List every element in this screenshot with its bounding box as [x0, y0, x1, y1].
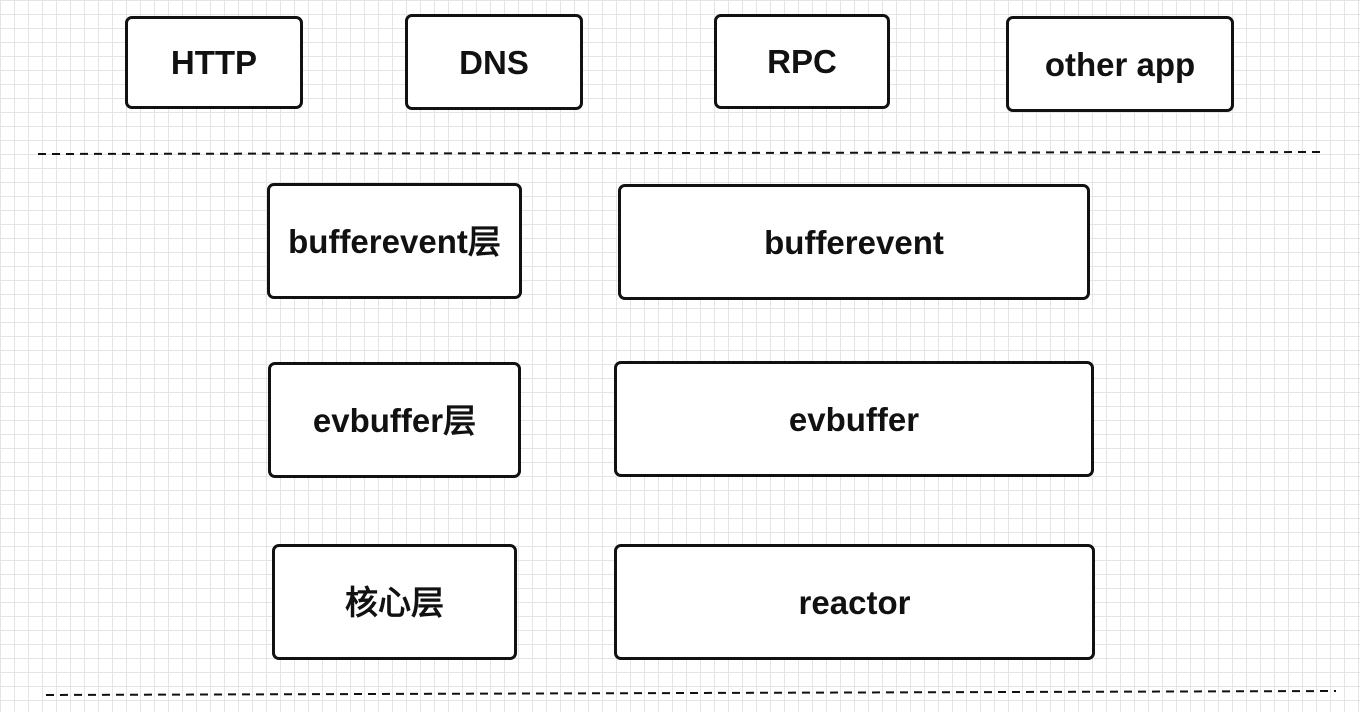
app-box-http: HTTP: [125, 16, 303, 109]
layer-label: bufferevent层: [288, 222, 501, 260]
layer-label: evbuffer层: [312, 401, 477, 439]
app-box-other-app: other app: [1006, 16, 1234, 112]
layer-label: 核心层: [345, 583, 444, 621]
app-box-label: DNS: [459, 43, 529, 81]
layer-label-box-evbuffer: evbuffer层: [268, 362, 521, 478]
app-box-label: RPC: [767, 43, 837, 80]
component-box-bufferevent: bufferevent: [618, 184, 1090, 300]
component-label: bufferevent: [764, 223, 944, 261]
component-box-reactor: reactor: [614, 544, 1095, 660]
app-box-dns: DNS: [405, 14, 583, 110]
app-box-label: HTTP: [170, 44, 258, 81]
component-label: evbuffer: [788, 400, 920, 438]
app-box-rpc: RPC: [714, 14, 890, 109]
app-box-label: other app: [1044, 45, 1196, 83]
layer-label-box-bufferevent: bufferevent层: [267, 183, 522, 299]
component-label: reactor: [798, 583, 911, 621]
component-box-evbuffer: evbuffer: [614, 361, 1094, 477]
layer-label-box-core: 核心层: [272, 544, 517, 660]
